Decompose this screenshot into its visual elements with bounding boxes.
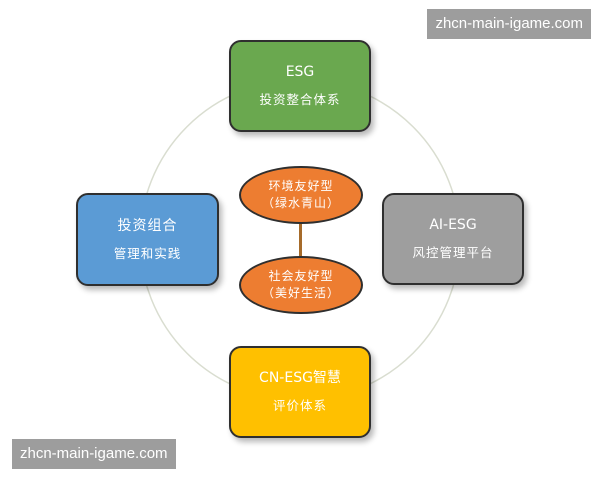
- ai-esg-risk-platform-box: AI-ESG 风控管理平台: [382, 193, 524, 285]
- society-ellipse-title: 社会友好型: [268, 269, 334, 283]
- environment-ellipse-title: 环境友好型: [268, 179, 334, 193]
- portfolio-management-box: 投资组合 管理和实践: [76, 193, 219, 286]
- portfolio-box-title: 投资组合: [117, 217, 178, 234]
- cn-esg-evaluation-box: CN-ESG智慧 评价体系: [229, 346, 371, 438]
- watermark-bottom: zhcn-main-igame.com: [12, 439, 176, 469]
- environment-ellipse-subtitle: （绿水青山）: [261, 196, 340, 210]
- society-ellipse-subtitle: （美好生活）: [261, 286, 340, 300]
- esg-investment-integration-box: ESG 投资整合体系: [229, 40, 371, 132]
- ai-esg-box-subtitle: 风控管理平台: [412, 245, 494, 260]
- center-connector-line: [299, 224, 302, 256]
- watermark-top: zhcn-main-igame.com: [427, 9, 591, 39]
- esg-box-subtitle: 投资整合体系: [259, 92, 341, 107]
- cn-esg-box-title: CN-ESG智慧: [259, 370, 341, 386]
- cn-esg-box-subtitle: 评价体系: [272, 398, 327, 413]
- esg-box-title: ESG: [285, 64, 315, 80]
- society-friendly-ellipse: 社会友好型 （美好生活）: [239, 256, 363, 314]
- portfolio-box-subtitle: 管理和实践: [113, 245, 182, 261]
- environment-friendly-ellipse: 环境友好型 （绿水青山）: [239, 166, 363, 224]
- ai-esg-box-title: AI-ESG: [429, 217, 477, 233]
